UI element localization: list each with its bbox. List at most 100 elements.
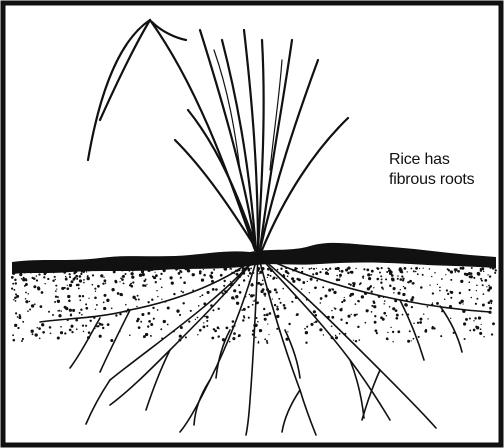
soil-speck <box>402 314 404 316</box>
soil-speck <box>322 269 323 270</box>
soil-speck <box>160 273 162 275</box>
soil-speck <box>14 297 17 300</box>
soil-speck <box>380 282 382 284</box>
soil-speck <box>328 289 331 292</box>
soil-speck <box>15 300 17 302</box>
soil-speck <box>353 282 356 285</box>
soil-speck <box>100 274 103 277</box>
soil-speck <box>43 276 45 278</box>
caption-line-1: Rice has <box>389 150 501 170</box>
soil-speck <box>130 272 133 275</box>
soil-speck <box>315 320 318 323</box>
soil-speck <box>323 334 324 335</box>
soil-speck <box>167 306 170 309</box>
soil-speck <box>201 294 203 296</box>
soil-speck <box>407 340 410 343</box>
soil-speck <box>366 309 369 312</box>
soil-speck <box>302 267 304 269</box>
soil-speck <box>81 314 83 316</box>
soil-speck <box>369 286 371 288</box>
soil-speck <box>468 289 470 291</box>
soil-speck <box>235 295 238 298</box>
soil-speck <box>276 291 278 293</box>
soil-speck <box>390 327 391 328</box>
soil-speck <box>492 322 495 325</box>
soil-speck <box>149 268 152 271</box>
soil-speck <box>372 270 373 271</box>
soil-speck <box>179 335 182 338</box>
soil-speck <box>365 322 367 324</box>
soil-speck <box>147 325 149 327</box>
soil-speck <box>431 276 432 277</box>
soil-speck <box>402 293 405 296</box>
soil-speck <box>65 307 68 310</box>
soil-speck <box>420 318 423 321</box>
soil-speck <box>387 267 389 269</box>
soil-speck <box>369 274 370 275</box>
soil-speck <box>359 283 361 285</box>
soil-speck <box>115 314 117 316</box>
soil-speck <box>419 321 422 324</box>
soil-speck <box>107 323 110 326</box>
soil-speck <box>371 291 373 293</box>
soil-speck <box>392 307 395 310</box>
soil-speck <box>44 283 45 284</box>
soil-speck <box>58 314 61 317</box>
soil-speck <box>110 339 113 342</box>
soil-speck <box>163 320 166 323</box>
soil-speck <box>75 275 78 278</box>
soil-speck <box>132 269 134 271</box>
soil-speck <box>119 281 120 282</box>
soil-speck <box>38 289 39 290</box>
soil-speck <box>22 338 24 340</box>
soil-speck <box>284 307 287 310</box>
soil-speck <box>385 278 387 280</box>
soil-speck <box>87 277 90 280</box>
soil-speck <box>97 325 99 327</box>
soil-speck <box>425 329 427 331</box>
soil-speck <box>376 332 378 334</box>
soil-speck <box>154 277 156 279</box>
soil-speck <box>377 278 380 281</box>
soil-speck <box>319 328 322 331</box>
soil-speck <box>263 308 265 310</box>
soil-speck <box>114 280 117 283</box>
soil-speck <box>476 285 478 287</box>
soil-speck <box>437 284 438 285</box>
soil-speck <box>230 281 231 282</box>
soil-speck <box>141 270 144 273</box>
soil-speck <box>468 281 470 283</box>
soil-speck <box>22 278 25 281</box>
soil-speck <box>266 340 268 342</box>
soil-speck <box>400 278 403 281</box>
soil-speck <box>79 275 82 278</box>
soil-speck <box>303 283 304 284</box>
soil-speck <box>70 325 73 328</box>
soil-speck <box>495 269 497 271</box>
soil-speck <box>305 331 308 334</box>
soil-speck <box>346 322 349 325</box>
soil-speck <box>92 284 94 286</box>
soil-speck <box>267 277 268 278</box>
soil-speck <box>357 300 359 302</box>
soil-speck <box>85 325 87 327</box>
soil-speck <box>54 301 56 303</box>
soil-speck <box>135 299 137 301</box>
soil-speck <box>313 310 316 313</box>
soil-speck <box>12 283 14 285</box>
soil-speck <box>298 278 301 281</box>
soil-speck <box>327 273 329 275</box>
soil-speck <box>457 270 460 273</box>
soil-speck <box>371 305 373 307</box>
soil-speck <box>150 335 152 337</box>
soil-speck <box>125 304 127 306</box>
soil-speck <box>229 341 231 343</box>
soil-speck <box>78 287 80 289</box>
soil-speck <box>152 276 154 278</box>
caption-line-2: fibrous roots <box>389 170 501 190</box>
soil-speck <box>350 271 353 274</box>
soil-speck <box>223 285 225 287</box>
soil-speck <box>138 326 141 329</box>
soil-speck <box>54 276 56 278</box>
soil-speck <box>439 286 441 288</box>
